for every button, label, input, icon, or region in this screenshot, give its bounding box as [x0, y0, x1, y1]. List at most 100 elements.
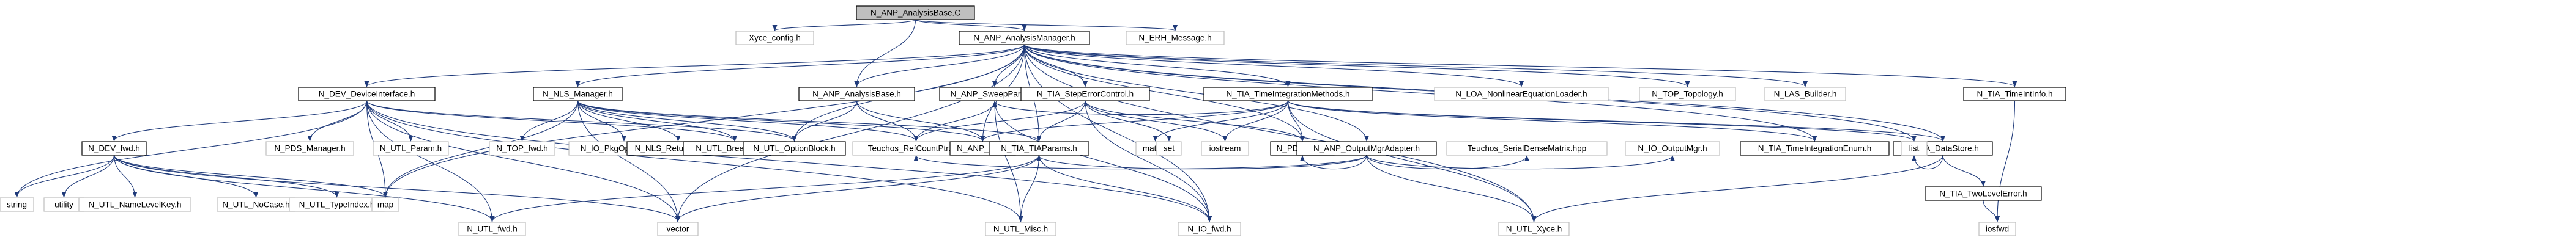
node-utl_ob[interactable]: N_UTL_OptionBlock.h	[743, 141, 846, 156]
node-anp_am[interactable]: N_ANP_AnalysisManager.h	[959, 31, 1090, 45]
edge-tia_sec-to-tia_tp	[1036, 100, 1086, 142]
node-tia_tim[interactable]: N_TIA_TimeIntegrationMethods.h	[1203, 87, 1373, 101]
edge-layer	[14, 19, 2017, 222]
node-label: N_UTL_Misc.h	[993, 225, 1048, 234]
node-nls_mgr[interactable]: N_NLS_Manager.h	[533, 87, 623, 101]
node-vector_h[interactable]: vector	[657, 222, 699, 236]
edge-nls_mgr-to-map_h	[383, 100, 579, 198]
node-teuchos_rcp[interactable]: Teuchos_RefCountPtr.hpp	[852, 141, 980, 156]
node-box	[81, 141, 147, 156]
node-utl_fwd[interactable]: N_UTL_fwd.h	[458, 222, 526, 236]
node-box	[371, 197, 399, 212]
node-box	[1963, 87, 2066, 101]
node-box	[298, 87, 436, 101]
node-utl_nlk[interactable]: N_UTL_NameLevelKey.h	[78, 197, 191, 212]
edge-tia_tim-to-anp_fwd	[980, 100, 1289, 142]
node-utl_nc[interactable]: N_UTL_NoCase.h	[217, 197, 295, 212]
node-label: N_TIA_TimeIntegrationMethods.h	[1226, 90, 1349, 99]
node-io_fwd[interactable]: N_IO_fwd.h	[1178, 222, 1241, 236]
node-pds_mgr[interactable]: N_PDS_Manager.h	[265, 141, 354, 156]
node-utility_h[interactable]: utility	[43, 197, 84, 212]
edge-dev_fwd-to-utl_fwd	[113, 155, 495, 222]
edge-root-to-erh_msg	[915, 19, 1178, 31]
edge-tia_tim-to-iostream	[1222, 100, 1289, 142]
edge-nls_mgr-to-tia_tp	[577, 100, 1042, 142]
node-label: N_UTL_OptionBlock.h	[753, 144, 835, 153]
node-box	[1434, 87, 1609, 101]
node-box	[1178, 222, 1241, 236]
edge-tia_tle-to-iosfwd	[1983, 200, 2000, 222]
node-label: N_ANP_AnalysisManager.h	[973, 34, 1075, 43]
edge-tia_ds-to-utl_xyce	[1531, 155, 1943, 222]
node-box	[1203, 87, 1373, 101]
node-label: N_LOA_NonlinearEquationLoader.h	[1455, 90, 1587, 99]
node-box	[458, 222, 526, 236]
edge-dev_di-to-io_fwd	[366, 100, 1212, 222]
node-loa_nel[interactable]: N_LOA_NonlinearEquationLoader.h	[1434, 87, 1609, 101]
node-utl_param[interactable]: N_UTL_Param.h	[373, 141, 449, 156]
node-label: map	[377, 200, 393, 209]
edge-dev_fwd-to-utility_h	[61, 155, 115, 198]
node-las_builder[interactable]: N_LAS_Builder.h	[1764, 87, 1846, 101]
edge-tia_tim-to-utl_xyce	[1287, 100, 1537, 222]
node-tia_tii[interactable]: N_TIA_TimeIntInfo.h	[1963, 87, 2066, 101]
edge-anp_am-to-pds_fwd	[1023, 44, 1305, 142]
node-utl_ti[interactable]: N_UTL_TypeIndex.h	[289, 197, 385, 212]
edge-tia_tim-to-anp_sweep	[992, 100, 1289, 115]
node-dev_di[interactable]: N_DEV_DeviceInterface.h	[298, 87, 436, 101]
edge-dev_di-to-string_h	[14, 100, 368, 198]
edge-anp_oma-to-utl_xyce	[1366, 155, 1537, 222]
edge-dev_di-to-utl_fwd	[366, 100, 495, 222]
node-box	[1901, 141, 1928, 156]
node-erh_msg[interactable]: N_ERH_Message.h	[1126, 31, 1225, 45]
node-tia_tp[interactable]: N_TIA_TIAParams.h	[989, 141, 1089, 156]
edge-dev_di-to-dev_fwd	[111, 100, 368, 142]
node-teuchos_sdm[interactable]: Teuchos_SerialDenseMatrix.hpp	[1446, 141, 1608, 156]
edge-anp_am-to-loa_nel	[1023, 44, 1524, 87]
node-box	[1625, 141, 1720, 156]
node-top_fwd[interactable]: N_TOP_fwd.h	[489, 141, 555, 156]
edge-anp_oma-to-io_omgr	[1366, 155, 1675, 170]
edge-nls_mgr-to-io_pkg	[577, 100, 626, 142]
node-tia_sec[interactable]: N_TIA_StepErrorControl.h	[1020, 87, 1150, 101]
edge-anp_oma-to-teuchos_sdm	[1366, 155, 1529, 170]
node-label: N_IO_OutputMgr.h	[1638, 144, 1707, 153]
node-dev_fwd[interactable]: N_DEV_fwd.h	[81, 141, 147, 156]
node-box	[798, 87, 915, 101]
node-tia_tie[interactable]: N_TIA_TimeIntegrationEnum.h	[1740, 141, 1890, 156]
node-label: Teuchos_RefCountPtr.hpp	[868, 144, 965, 153]
node-utl_misc[interactable]: N_UTL_Misc.h	[985, 222, 1056, 236]
edge-anp_am-to-anp_oma	[1023, 44, 1369, 142]
node-anp_oma[interactable]: N_ANP_OutputMgrAdapter.h	[1296, 141, 1437, 156]
node-io_omgr[interactable]: N_IO_OutputMgr.h	[1625, 141, 1720, 156]
edge-anp_am-to-anp_ab	[854, 44, 1025, 87]
edge-tia_sec-to-io_fwd	[1085, 100, 1212, 222]
node-label: N_TIA_TIAParams.h	[1001, 144, 1077, 153]
node-list_h[interactable]: list	[1901, 141, 1928, 156]
node-set_h[interactable]: set	[1156, 141, 1182, 156]
node-label: N_ANP_AnalysisBase.h	[812, 90, 901, 99]
node-xyce_config[interactable]: Xyce_config.h	[735, 31, 814, 45]
edge-tia_tp-to-vector_h	[675, 155, 1040, 222]
edge-nls_mgr-to-vector_h	[577, 100, 680, 222]
node-anp_ab[interactable]: N_ANP_AnalysisBase.h	[798, 87, 915, 101]
node-iosfwd[interactable]: iosfwd	[1978, 222, 2016, 236]
edge-tia_tim-to-tia_tie	[1287, 100, 1817, 142]
node-label: N_NLS_Manager.h	[543, 90, 613, 99]
node-tia_tle[interactable]: N_TIA_TwoLevelError.h	[1925, 186, 2042, 201]
node-top_topo[interactable]: N_TOP_Topology.h	[1639, 87, 1736, 101]
node-label: Xyce_config.h	[749, 34, 801, 43]
node-label: N_LAS_Builder.h	[1774, 90, 1837, 99]
node-utl_xyce[interactable]: N_UTL_Xyce.h	[1498, 222, 1570, 236]
node-iostream[interactable]: iostream	[1201, 141, 1249, 156]
edge-root-to-anp_ab	[854, 19, 916, 87]
edge-dev_di-to-utl_param	[366, 100, 414, 142]
edge-dev_fwd-to-map_h	[113, 155, 388, 198]
node-map_h[interactable]: map	[371, 197, 399, 212]
node-label: N_DEV_fwd.h	[88, 144, 140, 153]
node-root[interactable]: N_ANP_AnalysisBase.C	[856, 5, 975, 20]
node-label: N_UTL_fwd.h	[467, 225, 518, 234]
node-box	[1156, 141, 1182, 156]
node-string_h[interactable]: string	[0, 197, 34, 212]
node-box	[0, 197, 34, 212]
